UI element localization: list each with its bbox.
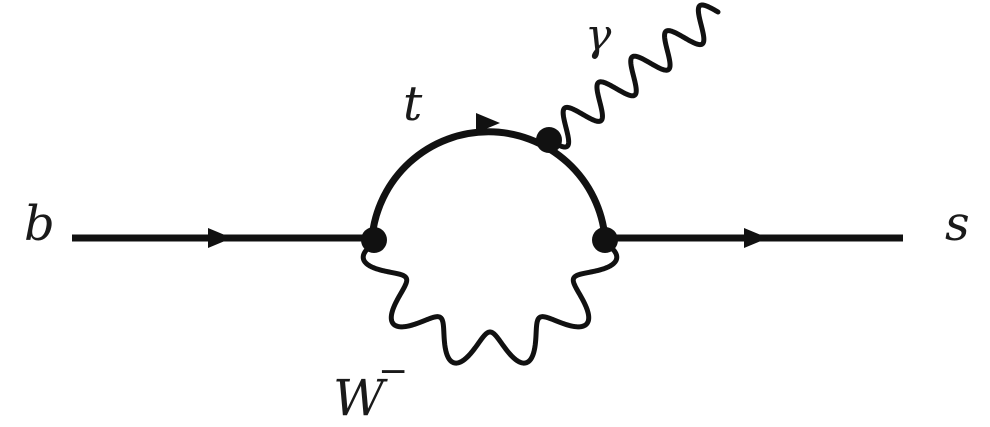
vertex-photon — [536, 127, 562, 153]
label-w-charge: − — [378, 351, 408, 392]
label-t: t — [403, 76, 423, 132]
w-boson-wavy-line — [360, 237, 620, 366]
incoming-b-arrow — [208, 228, 232, 248]
photon-wavy-line — [546, 2, 721, 150]
top-quark-arrow — [476, 113, 500, 133]
label-b: b — [24, 196, 55, 252]
vertex-right — [592, 227, 618, 253]
label-s: s — [945, 196, 970, 252]
label-w: W — [333, 369, 388, 427]
vertex-left — [361, 227, 387, 253]
outgoing-s-arrow — [744, 228, 768, 248]
top-quark-arc — [368, 128, 609, 239]
label-gamma: γ — [585, 10, 612, 61]
